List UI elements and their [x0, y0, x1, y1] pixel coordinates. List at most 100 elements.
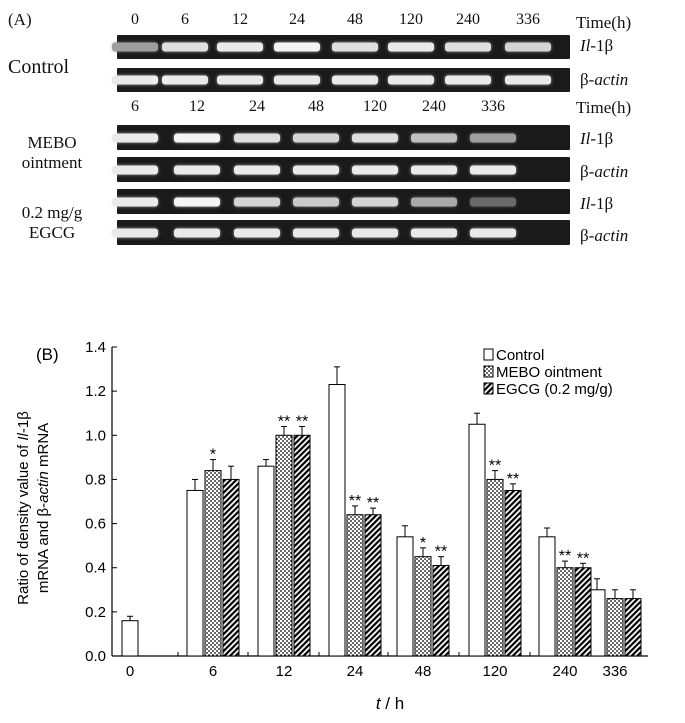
- control-time-6: 6: [181, 11, 189, 28]
- bar-dots-336: [606, 598, 624, 657]
- mebo-actin-band-5: [411, 165, 457, 174]
- legend-label: EGCG (0.2 mg/g): [496, 381, 613, 398]
- bar-white-6: [186, 489, 204, 657]
- x-tick-label: 24: [347, 663, 364, 680]
- control-time-0: 0: [131, 11, 139, 28]
- gene-label-il1b-egcg: Il-1β: [580, 194, 614, 213]
- bar-white-12: [257, 465, 275, 657]
- mebo-il1b-band-6: [470, 133, 516, 142]
- x-tick-label: 0: [126, 663, 134, 680]
- egcg-il1b-band-5: [411, 197, 457, 206]
- bar-hatch-48: [432, 565, 450, 657]
- control-il1b-band-3: [274, 42, 320, 52]
- y-tick-label: 0.6: [85, 516, 106, 533]
- egcg-il1b-band-6: [470, 197, 516, 206]
- gene-label-il1b-control: Il-1β: [580, 36, 614, 55]
- control-actin-band-2: [217, 75, 263, 85]
- y-tick-label: 0.8: [85, 471, 106, 488]
- significance-mark: **: [435, 544, 447, 561]
- bar-dots-12: [275, 434, 293, 657]
- significance-mark: **: [577, 550, 589, 567]
- control-actin-band-7: [505, 75, 551, 85]
- y-tick-label: 1.0: [85, 427, 106, 444]
- bar-dots-6: [204, 470, 222, 657]
- significance-mark: **: [489, 458, 501, 475]
- panel-b-label: (B): [36, 345, 59, 364]
- y-tick-label: 1.4: [85, 339, 106, 356]
- bar-hatch-6: [222, 478, 240, 657]
- mebo-il1b-band-3: [293, 133, 339, 142]
- gene-label-actin-mebo: β-actin: [580, 162, 629, 181]
- y-tick-label: 0.2: [85, 604, 106, 621]
- control-row-label: Control: [8, 56, 70, 78]
- control-actin-band-0: [112, 75, 158, 85]
- significance-mark: **: [507, 471, 519, 488]
- bar-white-120: [468, 423, 486, 657]
- treated-time-240: 240: [422, 98, 446, 115]
- egcg-il1b-band-3: [293, 197, 339, 206]
- significance-mark: *: [210, 447, 216, 464]
- gene-label-il1b-mebo: Il-1β: [580, 129, 614, 148]
- legend-swatch-hatch: [483, 382, 494, 395]
- control-il1b-band-2: [217, 42, 263, 52]
- bar-hatch-120: [504, 489, 522, 657]
- bar-hatch-240: [574, 567, 592, 657]
- bar-dots-120: [486, 478, 504, 657]
- egcg-actin-band-4: [352, 228, 398, 237]
- control-actin-band-1: [162, 75, 208, 85]
- bar-white-24: [328, 384, 346, 657]
- gel-mebo-actin: [112, 157, 570, 182]
- x-tick-label: 336: [602, 663, 627, 680]
- time-header-control: Time(h): [576, 13, 632, 32]
- panel-a-label: (A): [8, 10, 32, 29]
- y-axis-label-line2: mRNA and β-actin mRNA: [35, 423, 52, 593]
- mebo-il1b-band-2: [234, 133, 280, 142]
- egcg-il1b-band-0: [112, 197, 158, 206]
- bar-white-240: [538, 536, 556, 657]
- y-tick-label: 0.4: [85, 560, 106, 577]
- egcg-actin-band-6: [470, 228, 516, 237]
- bar-dots-240: [556, 567, 574, 657]
- x-tick-label: 6: [209, 663, 217, 680]
- treated-time-48: 48: [308, 98, 324, 115]
- bar-dots-24: [346, 514, 364, 657]
- treated-time-6: 6: [131, 98, 139, 115]
- control-time-12: 12: [232, 11, 248, 28]
- treated-time-12: 12: [189, 98, 205, 115]
- control-il1b-band-6: [445, 42, 491, 52]
- egcg-actin-band-2: [234, 228, 280, 237]
- control-il1b-band-7: [505, 42, 551, 52]
- bar-white-48: [396, 536, 414, 657]
- control-actin-band-5: [388, 75, 434, 85]
- y-tick-label: 0.0: [85, 648, 106, 665]
- mebo-il1b-band-1: [174, 133, 220, 142]
- mebo-actin-band-1: [174, 165, 220, 174]
- gel-egcg-actin: [112, 220, 570, 245]
- significance-mark: **: [349, 493, 361, 510]
- y-tick-label: 1.2: [85, 383, 106, 400]
- gene-label-actin-egcg: β-actin: [580, 226, 629, 245]
- mebo-actin-band-3: [293, 165, 339, 174]
- x-tick-label: 12: [276, 663, 293, 680]
- control-il1b-band-5: [388, 42, 434, 52]
- egcg-actin-band-1: [174, 228, 220, 237]
- bar-hatch-12: [293, 434, 311, 657]
- significance-mark: **: [367, 495, 379, 512]
- x-tick-label: 240: [552, 663, 577, 680]
- time-header-treated: Time(h): [576, 98, 632, 117]
- mebo-il1b-band-4: [352, 133, 398, 142]
- bar-hatch-336: [624, 598, 642, 657]
- control-time-336: 336: [516, 11, 540, 28]
- legend-label: MEBO ointment: [496, 364, 603, 381]
- egcg-actin-band-5: [411, 228, 457, 237]
- significance-mark: **: [559, 548, 571, 565]
- significance-mark: **: [278, 413, 290, 430]
- gel-control-actin: [112, 68, 570, 92]
- treated-time-24: 24: [249, 98, 265, 115]
- gel-egcg-il1b: [112, 189, 570, 214]
- control-il1b-band-1: [162, 42, 208, 52]
- x-tick-label: 120: [482, 663, 507, 680]
- egcg-actin-band-0: [112, 228, 158, 237]
- bar-hatch-24: [364, 514, 382, 657]
